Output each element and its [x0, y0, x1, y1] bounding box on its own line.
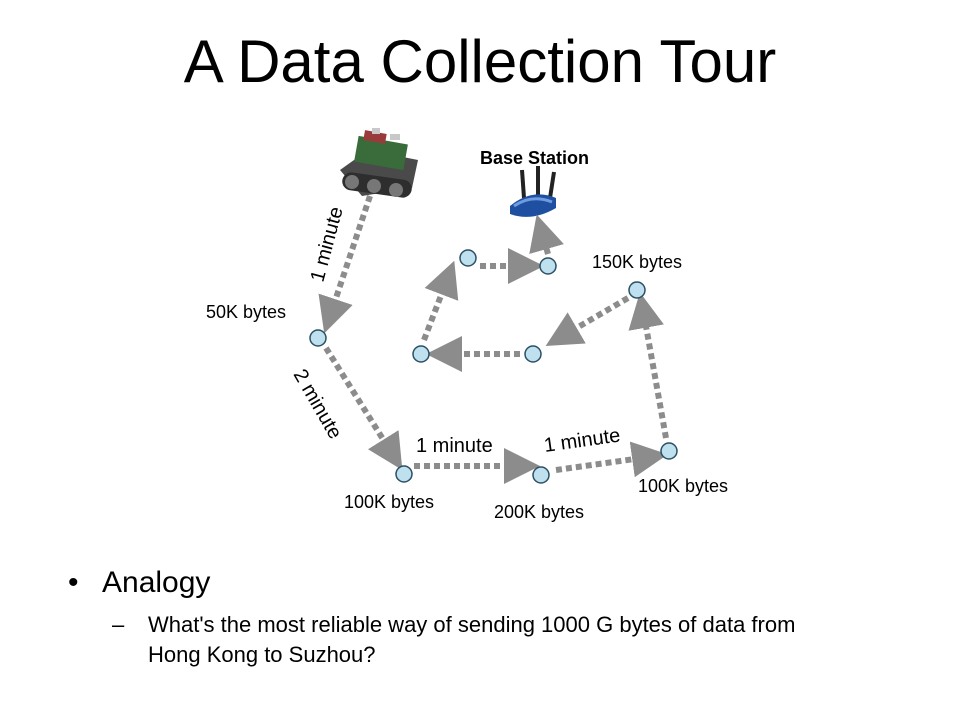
robot-car-icon	[340, 128, 418, 198]
arrow-robot-to-node1	[318, 195, 373, 334]
data-collection-diagram: Base Station 50K bytes 100K bytes 200K b…	[206, 128, 728, 522]
sensor-node	[459, 249, 477, 267]
sensor-node	[539, 257, 557, 275]
arrow-node3-to-node4	[555, 441, 668, 478]
bullet-dot: •	[68, 566, 79, 599]
slide-title: A Data Collection Tour	[183, 28, 777, 95]
edge-label-1-minute-slanted: 1 minute	[543, 424, 622, 456]
node-label-150k: 150K bytes	[592, 252, 682, 272]
sensor-node	[628, 281, 646, 299]
sensor-node	[660, 442, 678, 460]
arrow-node7-to-node8	[421, 260, 459, 342]
node-label-50k: 50K bytes	[206, 302, 286, 322]
node-label-200k: 200K bytes	[494, 502, 584, 522]
bullet-question-text: What's the most reliable way of sending …	[148, 612, 796, 667]
node-label-100k-b: 100K bytes	[638, 476, 728, 496]
bullet-analogy: • Analogy	[68, 560, 928, 606]
wireless-router-icon	[510, 166, 556, 217]
arrow-node9-to-base	[529, 214, 564, 255]
bullet-question: – What's the most reliable way of sendin…	[112, 610, 928, 670]
bullet-section: • Analogy – What's the most reliable way…	[68, 560, 928, 670]
bullet-dash: –	[112, 612, 125, 637]
bullet-analogy-text: Analogy	[102, 566, 211, 599]
edge-label-2-minute: 2 minute	[289, 366, 346, 443]
base-station-label: Base Station	[480, 148, 589, 168]
node-label-100k-a: 100K bytes	[344, 492, 434, 512]
sensor-node	[412, 345, 430, 363]
sensor-node	[309, 329, 327, 347]
edge-label-1-minute-bottom: 1 minute	[416, 435, 493, 457]
arrow-node1-to-node2	[323, 346, 403, 471]
sensor-node	[532, 466, 550, 484]
sensor-node	[395, 465, 413, 483]
sensor-node	[524, 345, 542, 363]
arrow-node5-to-node6	[545, 295, 630, 347]
arrow-node4-to-node5	[628, 292, 669, 439]
